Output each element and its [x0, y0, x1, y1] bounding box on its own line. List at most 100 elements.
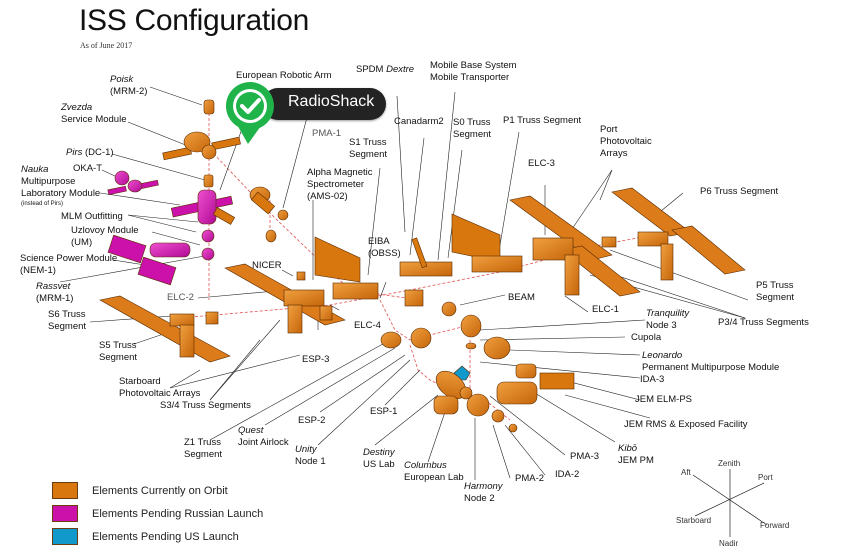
p34-truss	[532, 237, 574, 261]
port-array-2	[561, 245, 641, 297]
s5-truss	[205, 311, 219, 325]
beam-module	[441, 301, 457, 317]
axis-zenith: Zenith	[718, 459, 741, 468]
s6-truss	[169, 313, 195, 327]
label-uzlovoy: Uzlovoy Module(UM)	[71, 225, 139, 248]
leonardo-module	[483, 336, 511, 360]
label-p1-truss: P1 Truss Segment	[503, 115, 582, 126]
p1-truss	[471, 255, 523, 273]
diagram-subtitle: As of June 2017	[80, 41, 133, 50]
truss-and-arrays	[99, 187, 746, 363]
label-elc3: ELC-3	[528, 158, 555, 169]
label-poisk: Poisk(MRM-2)	[110, 74, 148, 97]
s6-array	[99, 295, 231, 363]
p6-truss	[637, 231, 669, 247]
uzlovoy-module	[201, 229, 215, 243]
check-icon	[225, 82, 274, 144]
zvezda-solar-left	[162, 146, 192, 161]
label-beam: BEAM	[508, 292, 535, 303]
label-elc4: ELC-4	[354, 320, 381, 331]
label-nicer: NICER	[252, 260, 282, 271]
p5-truss	[601, 236, 617, 248]
pma2	[491, 409, 505, 423]
jem-rms	[539, 372, 575, 390]
axis-starboard: Starboard	[676, 516, 712, 525]
s0-truss	[399, 261, 453, 277]
label-rassvet: Rassvet(MRM-1)	[36, 281, 74, 304]
label-jem-rms: JEM RMS & Exposed Facility	[624, 419, 748, 430]
elc4	[319, 305, 333, 321]
science-power-array-1	[107, 234, 147, 264]
us-segment	[380, 289, 575, 433]
label-elc2: ELC-2	[167, 292, 194, 303]
label-european-robotic-arm: European Robotic Arm	[236, 70, 332, 81]
quest-module	[380, 331, 402, 349]
s1-truss	[332, 282, 379, 300]
nicer	[296, 271, 306, 281]
harmony-node	[466, 393, 490, 417]
label-ida2: IDA-2	[555, 469, 580, 480]
poisk-module	[203, 99, 215, 115]
label-pma3: PMA-3	[570, 451, 600, 462]
label-s34-truss: S3/4 Truss Segments	[160, 400, 251, 411]
p6-array-2	[671, 225, 746, 275]
tranquility-node	[460, 314, 482, 338]
label-esp3: ESP-3	[302, 354, 330, 365]
russian-segment	[107, 99, 289, 286]
pirs-module	[203, 174, 214, 188]
legend-label: Elements Currently on Orbit	[92, 484, 228, 497]
label-mlm-outfitting: MLM Outfitting	[61, 211, 123, 222]
axis-nadir: Nadir	[719, 539, 739, 548]
badge-pill	[262, 88, 386, 120]
kibo-module	[496, 381, 538, 405]
label-spdm-dextre: SPDM Dextre	[356, 64, 415, 75]
jem-elm-ps	[515, 363, 537, 379]
rassvet-module	[201, 247, 215, 261]
label-p6-truss: P6 Truss Segment	[700, 186, 779, 197]
science-power-module	[149, 242, 191, 258]
quest-airlock	[404, 289, 424, 307]
legend-pending-russian: Elements Pending Russian Launch	[52, 505, 263, 522]
pma1	[277, 209, 289, 221]
diagram-title: ISS Configuration	[79, 4, 310, 37]
legend-label: Elements Pending Russian Launch	[92, 507, 264, 520]
p1-radiator	[451, 213, 501, 263]
label-elc1: ELC-1	[592, 304, 619, 315]
legend-label: Elements Pending US Launch	[92, 530, 239, 543]
label-eiba: EIBA(OBSS)	[368, 236, 401, 259]
s34-truss	[283, 289, 325, 307]
label-esp2: ESP-2	[298, 415, 326, 426]
label-jem-elm-ps: JEM ELM-PS	[635, 394, 693, 405]
label-pma2: PMA-2	[515, 473, 545, 484]
mlm-outfitting	[212, 207, 236, 225]
legend-pending-us: Elements Pending US Launch	[52, 528, 239, 545]
label-canadarm2: Canadarm2	[394, 116, 444, 127]
legend-swatch-orange	[52, 482, 78, 499]
zvezda-module	[183, 131, 211, 153]
cupola	[465, 342, 477, 350]
legend-swatch-magenta	[52, 505, 78, 522]
s1-radiator	[314, 236, 361, 283]
canadarm2	[411, 237, 428, 269]
label-pirs: Pirs (DC-1)	[66, 147, 114, 158]
ida2	[508, 423, 518, 433]
orientation-compass	[692, 469, 768, 537]
